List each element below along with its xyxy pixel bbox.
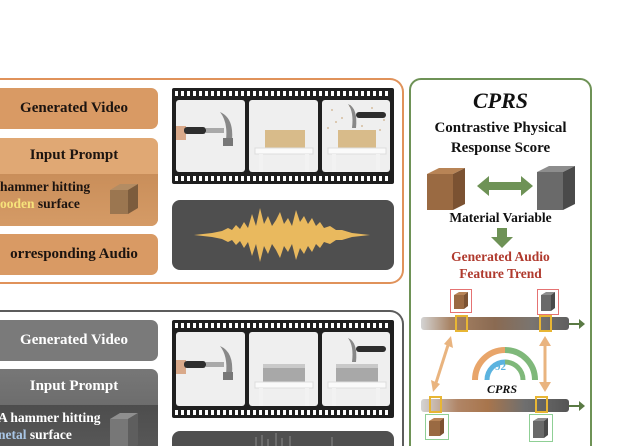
down-arrow-icon [491, 228, 513, 248]
wood-input-prompt-title: Input Prompt [29, 146, 119, 163]
trend-arrow-icon [569, 401, 585, 411]
wood-prompt-line2-rest: surface [34, 196, 80, 211]
feature-trend-line1: Generated Audio [451, 249, 550, 264]
cprs-gauge-icon [472, 347, 538, 381]
metal-prompt-body: A hammer hitting netal surface [0, 405, 158, 446]
metal-frame-3 [322, 332, 390, 406]
wood-feature-trend-bar [421, 317, 569, 330]
metal-feature-trend-bar [421, 399, 569, 412]
wood-prompt-line1: hammer hitting [0, 179, 91, 194]
metal-input-prompt-box: Input Prompt A hammer hitting netal surf… [0, 369, 158, 446]
wood-cube-icon [110, 184, 138, 214]
wood-generated-video-label: Generated Video [0, 88, 158, 129]
wood-prompt-line2: ooden surface [0, 195, 96, 212]
film-perforation-bottom [175, 410, 391, 415]
wood-cube-icon [429, 418, 444, 436]
wood-block-on-table-icon [254, 130, 314, 172]
wood-material-word: ooden [0, 196, 35, 211]
wood-video-filmstrip[interactable] [172, 88, 394, 184]
wood-trend-marker-bottom[interactable] [429, 396, 442, 413]
wood-cube-icon [454, 292, 468, 309]
cprs-panel: CPRS Contrastive Physical Response Score… [409, 78, 592, 446]
cprs-gauge-value: 92 [495, 361, 506, 373]
feature-trend-line2: Feature Trend [459, 266, 542, 281]
wood-corresponding-audio-label: orresponding Audio [0, 234, 158, 275]
wood-prompt-text: hammer hitting ooden surface [0, 178, 96, 212]
metal-trend-marker[interactable] [539, 315, 552, 332]
film-perforation-top [175, 91, 391, 96]
cprs-title: CPRS [472, 88, 529, 113]
wood-cube-icon [427, 168, 465, 210]
cprs-subtitle-line2: Response Score [450, 140, 551, 156]
hammer-icon [176, 112, 233, 146]
metal-input-prompt-title: Input Prompt [29, 377, 119, 394]
wood-trend-marker[interactable] [455, 315, 468, 332]
hammer-striking-metal-icon [327, 338, 387, 406]
metal-material-word: netal [0, 427, 27, 442]
left-compare-arrow-icon [431, 336, 453, 392]
cprs-gauge-label: CPRS [487, 382, 518, 396]
wood-frame-1 [176, 100, 245, 172]
waveform-icon [255, 433, 333, 446]
hammer-icon [176, 346, 233, 380]
metal-trend-marker-bottom[interactable] [535, 396, 548, 413]
metal-cube-icon [541, 292, 555, 311]
wood-prompt-body: hammer hitting ooden surface [0, 174, 158, 226]
metal-frame-1 [176, 332, 245, 406]
right-compare-arrow-icon [539, 336, 551, 392]
hammer-striking-wood-icon [327, 104, 387, 172]
wood-audio-waveform[interactable] [172, 200, 394, 270]
wood-frame-3 [322, 100, 390, 172]
film-perforation-top [175, 323, 391, 328]
metal-frame-2 [249, 332, 318, 406]
material-variable-label: Material Variable [449, 210, 552, 225]
metal-cube-icon [537, 166, 575, 210]
metal-prompt-text: A hammer hitting netal surface [0, 409, 101, 443]
material-swap-arrow-icon [477, 176, 533, 196]
trend-arrow-icon [569, 319, 585, 329]
wood-input-prompt-box: Input Prompt hammer hitting ooden surfac… [0, 138, 158, 226]
metal-cube-icon [110, 413, 138, 446]
metal-generated-video-label: Generated Video [0, 320, 158, 361]
metal-sample-frame-bottom [529, 414, 553, 442]
wood-sample-frame [450, 289, 472, 313]
metal-audio-waveform[interactable] [172, 431, 394, 446]
metal-block-on-table-icon [254, 364, 314, 406]
film-perforation-bottom [175, 176, 391, 181]
cprs-subtitle-line1: Contrastive Physical [434, 120, 567, 136]
wood-sample-frame-bottom [425, 414, 449, 440]
feature-trend-label: Generated Audio Feature Trend [411, 248, 590, 282]
metal-prompt-line1: A hammer hitting [0, 410, 101, 425]
cprs-subtitle: Contrastive Physical Response Score [411, 118, 590, 158]
metal-cube-icon [533, 418, 548, 438]
metal-sample-frame [537, 289, 559, 315]
metal-video-filmstrip[interactable] [172, 320, 394, 418]
metal-prompt-line2: netal surface [0, 426, 101, 443]
wood-frame-2 [249, 100, 318, 172]
metal-prompt-line2-rest: surface [26, 427, 72, 442]
waveform-icon [194, 208, 370, 262]
